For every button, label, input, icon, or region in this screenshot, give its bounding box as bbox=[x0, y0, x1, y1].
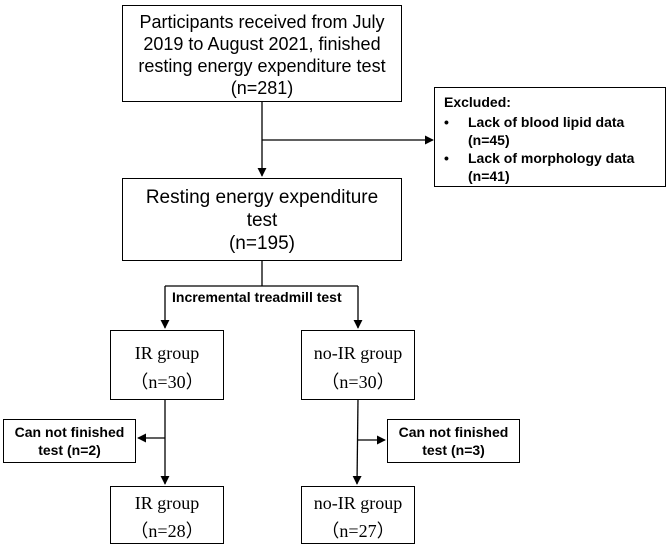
noir-group-start-count: （n=30） bbox=[321, 372, 395, 392]
ir-group-end-box: IR group （n=28） bbox=[110, 486, 224, 544]
participants-box: Participants received from July 2019 to … bbox=[122, 5, 402, 102]
excluded-item-1-line-2: (n=45) bbox=[468, 132, 510, 148]
noir-dropout-box: Can not finished test (n=3) bbox=[387, 419, 520, 463]
resting-line-2: test bbox=[246, 210, 278, 231]
ir-group-end-title: IR group bbox=[134, 493, 200, 513]
ir-group-start-box: IR group （n=30） bbox=[110, 330, 224, 400]
excluded-bullet-1: • bbox=[444, 114, 449, 130]
noir-dropout-line-2: test (n=3) bbox=[422, 442, 485, 458]
participants-line-2: 2019 to August 2021, finished bbox=[143, 34, 381, 54]
noir-group-end-count: （n=27） bbox=[321, 521, 395, 541]
treadmill-label: Incremental treadmill test bbox=[172, 289, 342, 305]
participants-line-3: resting energy expenditure test bbox=[138, 56, 386, 76]
ir-dropout-line-1: Can not finished bbox=[14, 424, 125, 440]
noir-group-start-box: no-IR group （n=30） bbox=[301, 330, 415, 400]
resting-count: (n=195) bbox=[228, 233, 296, 254]
participants-line-1: Participants received from July bbox=[139, 12, 385, 32]
resting-line-1: Resting energy expenditure bbox=[145, 187, 379, 208]
excluded-box: Excluded: • Lack of blood lipid data (n=… bbox=[434, 87, 666, 187]
ir-dropout-box: Can not finished test (n=2) bbox=[3, 419, 136, 463]
excluded-item-2-line-1: Lack of morphology data bbox=[468, 150, 635, 166]
ir-group-start-title: IR group bbox=[134, 343, 200, 363]
ir-group-end-count: （n=28） bbox=[130, 521, 204, 541]
noir-group-end-box: no-IR group （n=27） bbox=[301, 486, 415, 544]
excluded-title: Excluded: bbox=[444, 94, 511, 110]
arrow-noir-start-to-end bbox=[352, 398, 362, 485]
excluded-item-1-line-1: Lack of blood lipid data bbox=[468, 114, 625, 130]
ir-dropout-line-2: test (n=2) bbox=[38, 442, 101, 458]
noir-group-start-title: no-IR group bbox=[313, 343, 403, 363]
participants-count: (n=281) bbox=[230, 78, 294, 98]
excluded-item-2-line-2: (n=41) bbox=[468, 168, 510, 184]
noir-group-end-title: no-IR group bbox=[313, 493, 403, 513]
excluded-bullet-2: • bbox=[444, 150, 449, 166]
noir-dropout-line-1: Can not finished bbox=[398, 424, 509, 440]
resting-box: Resting energy expenditure test (n=195) bbox=[122, 178, 402, 261]
ir-group-start-count: （n=30） bbox=[130, 372, 204, 392]
